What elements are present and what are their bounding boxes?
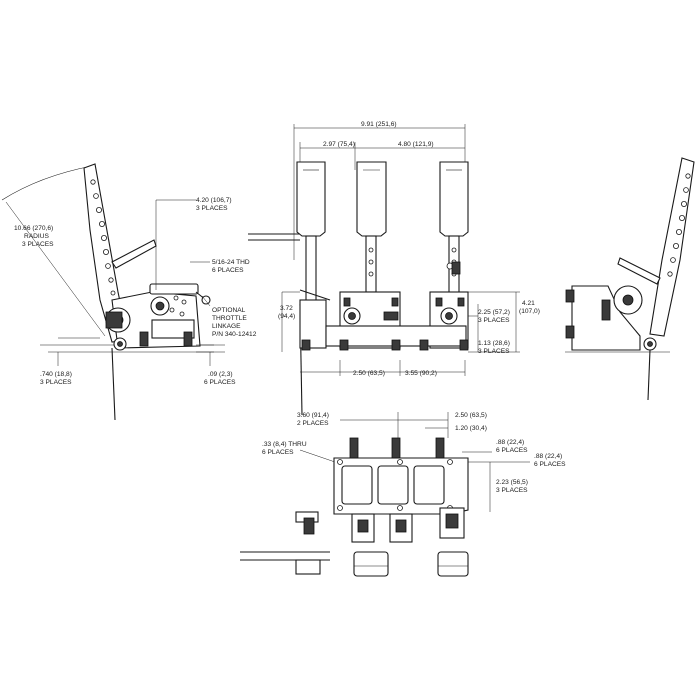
- top-view: [240, 412, 530, 577]
- side-offset-label-2: 3 PLACES: [196, 205, 228, 212]
- top-dim-label-3: 2.50 (63,5): [455, 412, 487, 419]
- slot-a-label: .88 (22,4): [496, 439, 524, 446]
- thru-hole-label-2: 6 PLACES: [262, 449, 294, 456]
- right-side-view: [565, 157, 695, 401]
- slot-b-label-2: 6 PLACES: [534, 461, 566, 468]
- thread-label-2: 6 PLACES: [212, 267, 244, 274]
- front-height-label: 3.72: [280, 305, 293, 312]
- plate-thickness-label-2: 6 PLACES: [204, 379, 236, 386]
- overall-width-label: 9.91 (251,6): [361, 121, 397, 128]
- front-height-label-2: (94,4): [278, 313, 295, 320]
- pivot-height-label: .740 (18,8): [40, 371, 72, 378]
- throttle-label: OPTIONAL: [212, 307, 246, 314]
- top-dim-label-4: 1.20 (30,4): [455, 425, 487, 432]
- overall-height-label: 4.21: [522, 300, 535, 307]
- throttle-label-2: THROTTLE: [212, 315, 247, 322]
- top-dim-label-2: 2 PLACES: [297, 420, 329, 427]
- top-dim-label: 3.60 (91,4): [297, 412, 329, 419]
- pivot-height-label-2: 3 PLACES: [40, 379, 72, 386]
- radius-label-3: 3 PLACES: [22, 241, 54, 248]
- overall-height-label-2: (107,0): [519, 308, 540, 315]
- throttle-label-3: LINKAGE: [212, 323, 241, 330]
- thread-label: 5/16-24 THD: [212, 259, 250, 266]
- thru-hole-label: .33 (8,4) THRU: [262, 441, 307, 448]
- throttle-label-4: P/N 340-12412: [212, 331, 257, 338]
- upper-mount-label-2: 3 PLACES: [478, 317, 510, 324]
- front-view: [248, 124, 520, 416]
- bottom-left-label: 2.50 (63,5): [353, 370, 385, 377]
- lower-mount-label-2: 3 PLACES: [478, 348, 510, 355]
- slot-a-label-2: 6 PLACES: [496, 447, 528, 454]
- plate-thickness-label: .09 (2,3): [208, 371, 233, 378]
- lower-mount-label: 1.13 (28,6): [478, 340, 510, 347]
- pedal-spacing-left-label: 2.97 (75,4): [323, 141, 355, 148]
- slot-c-label-2: 3 PLACES: [496, 487, 528, 494]
- slot-c-label: 2.23 (56,5): [496, 479, 528, 486]
- bottom-right-label: 3.55 (90,2): [405, 370, 437, 377]
- radius-label-2: RADIUS: [24, 233, 50, 240]
- side-offset-label: 4.20 (106,7): [196, 197, 232, 204]
- upper-mount-label: 2.25 (57,2): [478, 309, 510, 316]
- slot-b-label: .88 (22,4): [534, 453, 562, 460]
- pedal-spacing-right-label: 4.80 (121,9): [398, 141, 434, 148]
- dimension-labels: 9.91 (251,6) 2.97 (75,4) 4.80 (121,9) 10…: [14, 121, 566, 494]
- radius-label: 10.66 (270,6): [14, 225, 53, 232]
- left-side-view: [1, 163, 225, 421]
